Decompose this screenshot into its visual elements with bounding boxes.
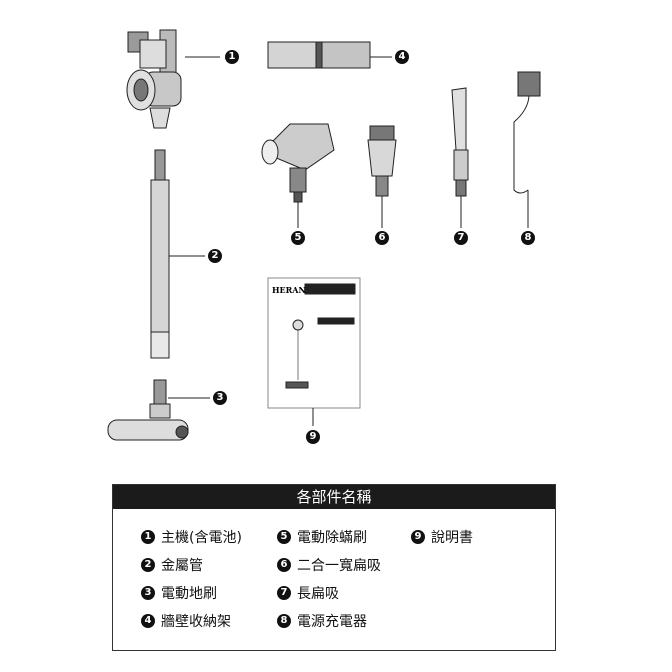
legend-item-6: 6 二合一寬扁吸 <box>277 555 381 575</box>
mite-brush-drawing <box>261 123 335 203</box>
legend-item-2: 2 金屬管 <box>141 555 203 575</box>
legend-label: 電動除蟎刷 <box>297 530 367 546</box>
legend-label: 二合一寬扁吸 <box>297 558 381 574</box>
number-badge: 9 <box>411 530 425 544</box>
number-badge: 1 <box>141 530 155 544</box>
crevice-tool-drawing <box>451 87 469 197</box>
legend-item-3: 3 電動地刷 <box>141 583 217 603</box>
legend-label: 長扁吸 <box>297 586 339 602</box>
legend-item-9: 9 說明書 <box>411 527 473 547</box>
marker-2: 2 <box>208 249 222 263</box>
legend-label: 牆壁收納架 <box>161 614 231 630</box>
charger-drawing <box>513 71 541 194</box>
metal-tube-drawing <box>150 149 170 359</box>
manual-drawing <box>267 277 361 409</box>
wide-nozzle-drawing <box>367 125 397 197</box>
number-badge: 4 <box>141 614 155 628</box>
marker-4: 4 <box>395 50 409 64</box>
floor-brush-drawing <box>107 379 189 441</box>
number-badge: 6 <box>277 558 291 572</box>
marker-1: 1 <box>225 50 239 64</box>
number-badge: 2 <box>141 558 155 572</box>
legend-label: 金屬管 <box>161 558 203 574</box>
marker-6: 6 <box>375 231 389 245</box>
manual-brand-logo: HERAN <box>272 285 306 295</box>
legend-item-4: 4 牆壁收納架 <box>141 611 231 631</box>
marker-8: 8 <box>521 231 535 245</box>
marker-3: 3 <box>213 391 227 405</box>
legend-item-1: 1 主機(含電池) <box>141 527 242 547</box>
legend-label: 電源充電器 <box>297 614 367 630</box>
legend-item-7: 7 長扁吸 <box>277 583 339 603</box>
marker-7: 7 <box>454 231 468 245</box>
main-unit-drawing <box>126 29 182 129</box>
legend-label: 主機(含電池) <box>161 530 242 546</box>
marker-9: 9 <box>306 430 320 444</box>
legend-label: 電動地刷 <box>161 586 217 602</box>
number-badge: 3 <box>141 586 155 600</box>
legend-item-8: 8 電源充電器 <box>277 611 367 631</box>
legend-item-5: 5 電動除蟎刷 <box>277 527 367 547</box>
wall-rack-drawing <box>267 41 371 69</box>
legend-label: 說明書 <box>431 530 473 546</box>
number-badge: 5 <box>277 530 291 544</box>
marker-5: 5 <box>291 231 305 245</box>
legend-title: 各部件名稱 <box>113 485 555 509</box>
number-badge: 8 <box>277 614 291 628</box>
number-badge: 7 <box>277 586 291 600</box>
